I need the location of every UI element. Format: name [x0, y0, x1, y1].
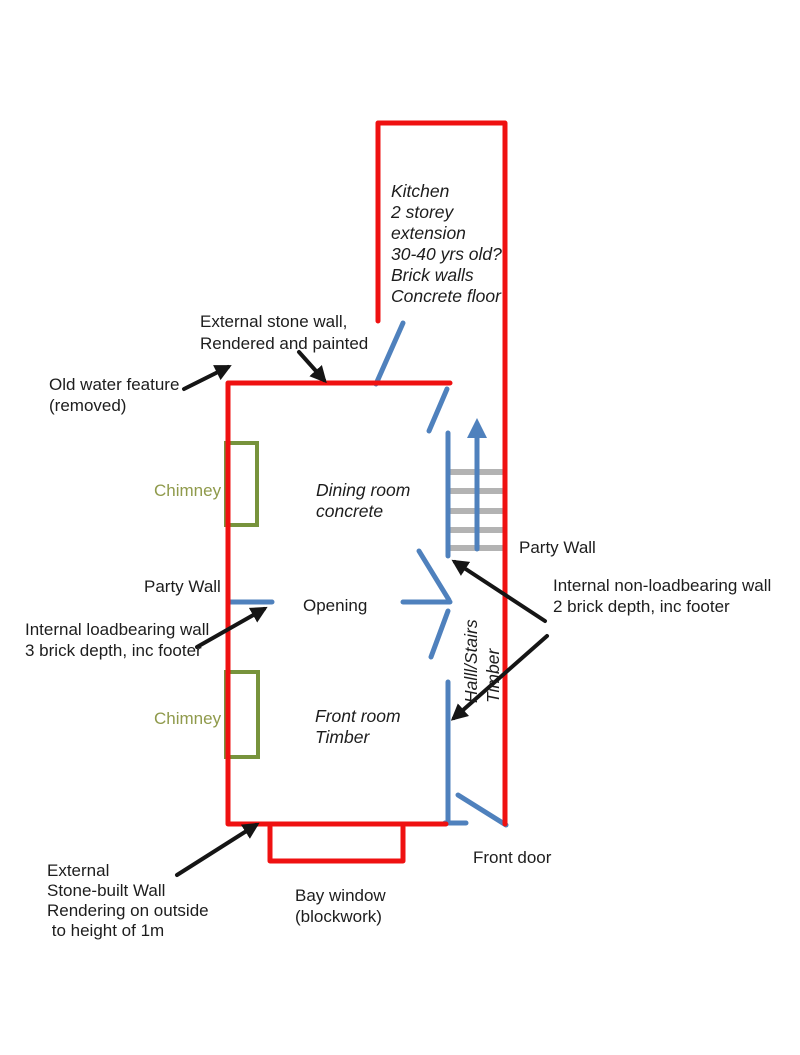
old-water-feature-arrow	[182, 365, 232, 391]
kitchen-and-right-wall	[375, 120, 508, 827]
nonloadbearing-arrow-to-stairs	[451, 559, 547, 623]
main-house-walls	[225, 380, 453, 827]
opening-leaf-lower	[428, 608, 451, 660]
opening-label: Opening	[303, 596, 368, 615]
chimney-bottom-label: Chimney	[154, 709, 222, 728]
external-stone-built-label: External Stone-built Wall Rendering on o…	[47, 861, 209, 940]
dining-room-label: Dining room concrete	[316, 480, 411, 521]
kitchen-door-leaf	[373, 320, 406, 387]
bay-window-label: Bay window (blockwork)	[295, 886, 386, 926]
opening-leaf-upper	[416, 548, 452, 603]
front-room-label: Front room Timber	[315, 706, 401, 747]
internal-nonloadbearing-label: Internal non-loadbearing wall 2 brick de…	[553, 576, 772, 616]
old-water-feature-label: Old water feature (removed)	[49, 375, 180, 415]
external-stone-wall-arrow	[297, 350, 327, 384]
party-wall-right-label: Party Wall	[519, 538, 596, 557]
internal-loadbearing-label: Internal loadbearing wall 3 brick depth,…	[25, 620, 210, 660]
front-door-leaf	[455, 792, 509, 828]
internal-loadbearing-arrow	[195, 606, 268, 649]
kitchen-note: Kitchen 2 storey extension 30-40 yrs old…	[391, 181, 502, 306]
external-stone-wall-label: External stone wall, Rendered and painte…	[200, 312, 369, 353]
front-door-label: Front door	[473, 848, 552, 867]
party-wall-left-label: Party Wall	[144, 577, 221, 596]
chimney-top-box	[224, 441, 259, 527]
chimney-bottom-box	[224, 670, 260, 759]
external-stone-built-arrow	[175, 822, 260, 877]
bay-window-walls	[267, 824, 406, 864]
nonloadbearing-arrow-to-hall-wall	[450, 634, 549, 721]
dining-door-leaf	[426, 386, 450, 434]
hall-stairs-label: Halll/Stairs Timber	[461, 619, 503, 703]
chimney-top-label: Chimney	[154, 481, 222, 500]
